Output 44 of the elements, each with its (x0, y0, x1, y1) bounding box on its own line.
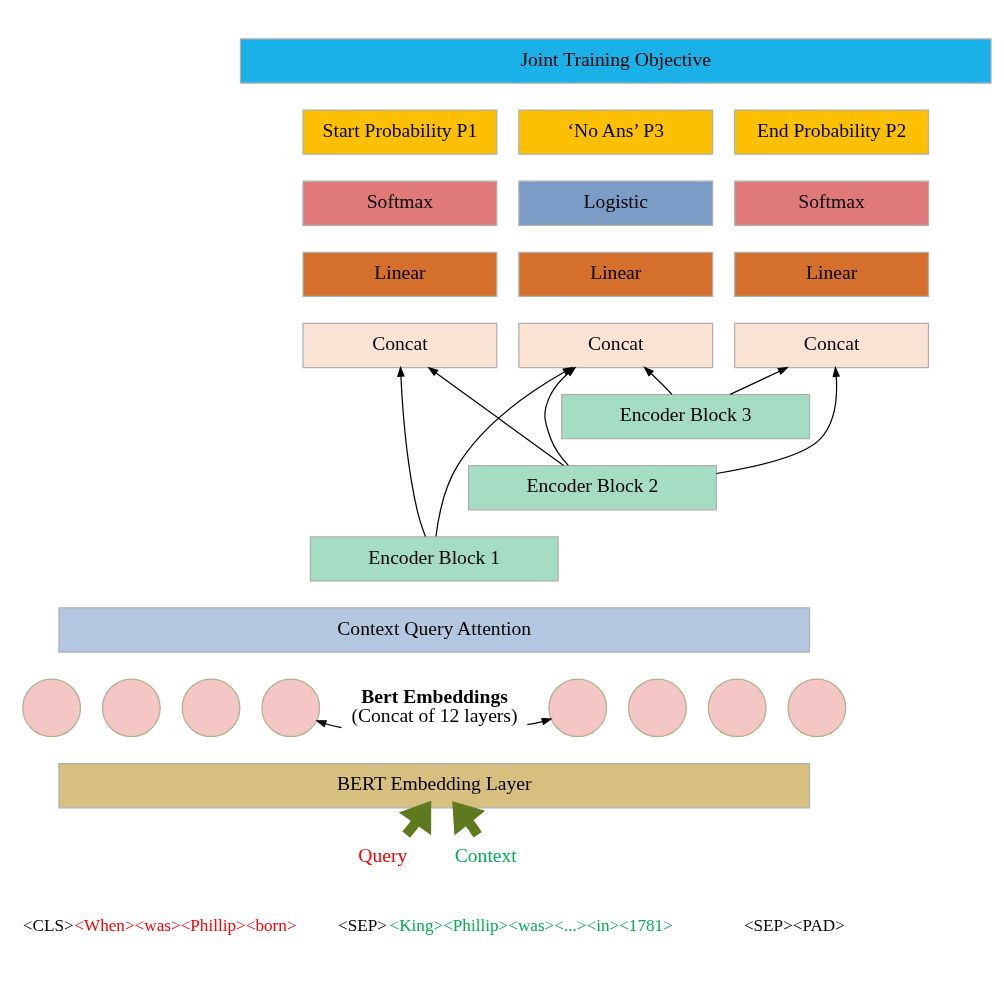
node-box: Concat (302, 322, 498, 368)
node-circle (181, 677, 241, 737)
node-box: Linear (518, 251, 714, 297)
node-circle (22, 677, 82, 737)
node-text: Bert Embeddings (Concat of 12 layers) (351, 685, 518, 726)
node-box: Encoder Block 2 (467, 464, 717, 510)
node-circle (628, 677, 687, 737)
node-box: ‘No Ans’ P3 (518, 108, 714, 155)
label: <SEP><PAD> (743, 915, 845, 935)
arrow (315, 719, 342, 728)
node-box: Context Query Attention (58, 606, 811, 653)
node-box: Concat (734, 322, 930, 368)
label: <When><was><Phillip><born> (74, 915, 297, 935)
node-circle (707, 677, 767, 737)
node-box: Concat (518, 322, 714, 368)
node-circle (261, 677, 321, 737)
node-circle (787, 677, 847, 737)
label: <King><Phillip><was><...><in><1781> (389, 915, 673, 935)
node-box: Encoder Block 1 (309, 535, 559, 582)
node-box: Softmax (302, 180, 498, 226)
node-box: BERT Embedding Layer (58, 762, 811, 808)
node-text: Context (454, 844, 517, 866)
node-box: End Probability P2 (734, 108, 930, 155)
node-box: Logistic (518, 180, 714, 226)
node-box: Linear (734, 251, 930, 297)
node-circle (101, 677, 161, 737)
node-box: Start Probability P1 (302, 108, 498, 155)
node-box: Joint Training Objective (239, 37, 992, 84)
arrow (715, 365, 841, 474)
label: <CLS> (22, 915, 74, 935)
node-text: Query (358, 844, 408, 866)
label: <SEP> (337, 915, 387, 935)
arrow (427, 366, 565, 466)
arrow (729, 366, 789, 395)
node-circle (548, 677, 608, 737)
node-box: Linear (302, 251, 498, 297)
arrow (398, 800, 432, 838)
arrow (435, 366, 574, 537)
node-box: Encoder Block 3 (561, 393, 811, 439)
arrow (526, 717, 553, 725)
arrow (452, 800, 486, 837)
node-box: Softmax (734, 180, 930, 226)
arrow (643, 365, 673, 395)
arrow (397, 365, 427, 537)
